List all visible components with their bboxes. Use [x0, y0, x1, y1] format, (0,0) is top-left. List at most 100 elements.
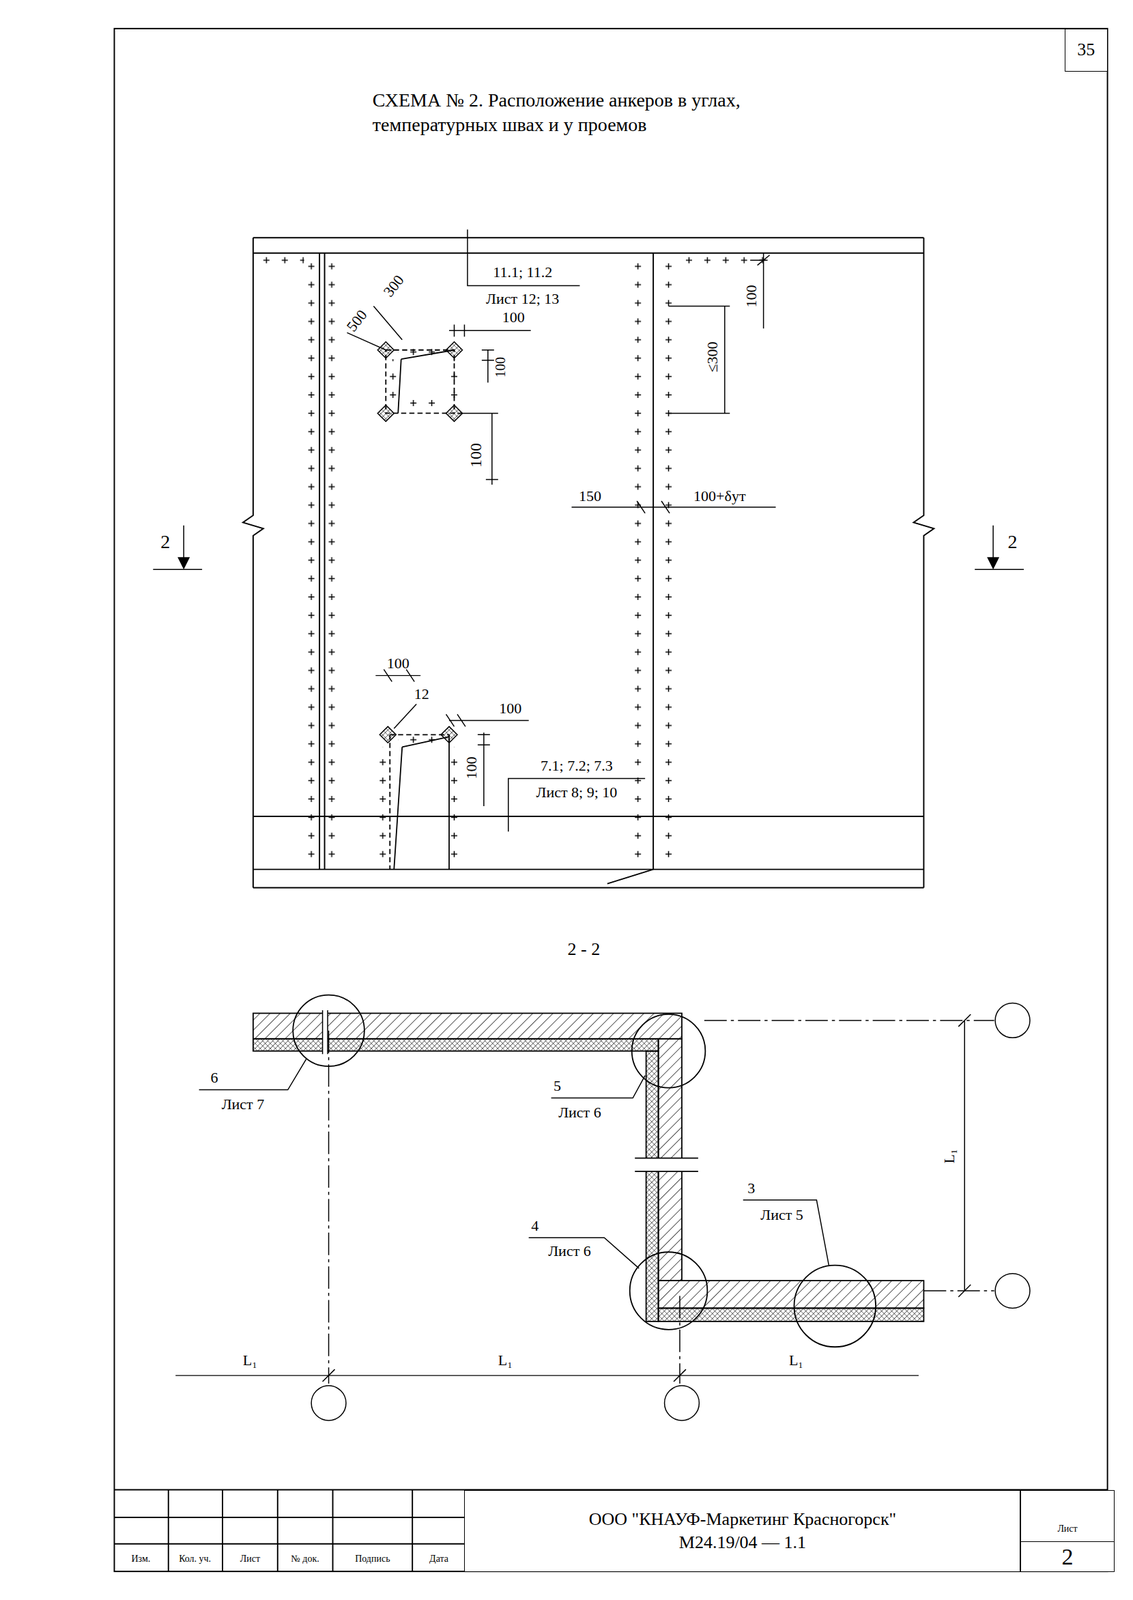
- window-opening: [385, 350, 454, 414]
- callout-circle: [793, 1265, 876, 1348]
- dimension: 100: [501, 309, 526, 325]
- axis-dimension: L₁: [788, 1352, 805, 1368]
- door-opening: [448, 734, 450, 869]
- reference-note: Лист 12; 13: [485, 291, 560, 307]
- reference-note: Лист 8; 9; 10: [535, 784, 619, 800]
- grid-axis: [175, 1369, 919, 1382]
- section-mark: 2: [159, 532, 171, 552]
- dimension-lines: [373, 305, 403, 340]
- sheet-frame: [113, 28, 1108, 1572]
- box-subtext: 2: [1057, 1541, 1078, 1572]
- grid-axis: [311, 1385, 347, 1421]
- table-header: № док.: [290, 1554, 320, 1564]
- dimension-lines: [152, 229, 1024, 832]
- callout-sheet: Лист 7: [221, 1096, 266, 1112]
- dimension-lines: [668, 305, 731, 413]
- dimension-lines: [152, 525, 203, 570]
- anchor-marks: [663, 261, 674, 868]
- sheet-number-box: 35: [1064, 28, 1108, 72]
- grid-axis: [679, 1296, 680, 1385]
- plan-section: [646, 1051, 659, 1322]
- reference-note: 7.1; 7.2; 7.3: [539, 758, 614, 774]
- wall-elevation: [253, 887, 925, 889]
- dimension: ≤300: [705, 341, 721, 374]
- wall-elevation: [242, 237, 934, 888]
- door-opening: [393, 736, 450, 869]
- anchor-marks: [306, 261, 317, 868]
- window-opening: [397, 350, 454, 414]
- anchor-marks: [632, 261, 643, 868]
- wall-elevation: [318, 253, 321, 870]
- grid-axis: [958, 1014, 971, 1297]
- grid-axis: [995, 1273, 1030, 1309]
- section-arrow: [177, 556, 1000, 570]
- callout-leader: [199, 1059, 830, 1269]
- dimension: 100: [498, 700, 523, 716]
- callout-number: 6: [210, 1070, 220, 1086]
- wall-elevation: [253, 252, 925, 254]
- sheet-frame: [332, 1489, 334, 1572]
- anchor-marks: [377, 746, 388, 867]
- plan-section: [634, 1158, 699, 1172]
- wall-elevation: [652, 253, 654, 870]
- box-text: Лист: [1021, 1517, 1114, 1542]
- sheet-frame: [277, 1489, 279, 1572]
- dimension: 100: [386, 655, 411, 671]
- dimension: 500: [343, 306, 371, 335]
- sheet-frame: [411, 1489, 413, 1572]
- table-header: Изм.: [130, 1554, 151, 1564]
- plan-section: [253, 1038, 659, 1052]
- sheet-frame: [167, 1489, 170, 1572]
- dimension: 300: [380, 271, 408, 300]
- anchor-marks: [257, 255, 768, 868]
- anchor-marks: [397, 397, 446, 409]
- box-text: ООО "КНАУФ-Маркетинг Красногорск": [584, 1507, 901, 1531]
- callout-leader: [743, 1199, 830, 1266]
- dimension-lines: [477, 732, 491, 807]
- callout-leader: [199, 1059, 307, 1091]
- drawing-title: СХЕМА № 2. Расположение анкеров в углах,…: [372, 88, 817, 138]
- door-opening: [440, 726, 458, 743]
- window-opening: [446, 341, 463, 359]
- door-opening: [389, 734, 450, 869]
- callout-number: 4: [530, 1218, 540, 1234]
- dimension-lines: [481, 350, 495, 383]
- grid-axis: [923, 1289, 994, 1291]
- callout-sheet: Лист 6: [557, 1105, 602, 1121]
- callout-circle: [629, 1251, 708, 1330]
- callout-sheet: Лист 6: [547, 1243, 592, 1259]
- door-opening: [379, 726, 396, 743]
- dimension-lines: [446, 713, 529, 727]
- wall-elevation: [913, 237, 934, 888]
- grid-axis: [664, 1385, 700, 1421]
- callout-leader: [528, 1237, 640, 1269]
- dimension: 100: [464, 755, 480, 780]
- box-subtext: М24.19/04 — 1.1: [675, 1530, 811, 1555]
- sheet-frame: [221, 1489, 224, 1572]
- dimension: 100: [743, 283, 759, 308]
- plan-section: [658, 1280, 925, 1308]
- callout-circle: [632, 1014, 706, 1088]
- window-opening: [377, 341, 463, 422]
- reference-note: 11.1; 11.2: [492, 264, 553, 280]
- table-header: Кол. уч.: [178, 1554, 212, 1564]
- dimension-lines: [449, 324, 532, 337]
- plan-section: [322, 1010, 328, 1054]
- axis-dimension: L₁: [497, 1352, 514, 1368]
- wall-elevation: [324, 253, 326, 870]
- dimension-lines: [393, 703, 417, 729]
- plan-section: [322, 1010, 328, 1054]
- dimension-lines: [375, 669, 421, 682]
- section-arrow: [986, 556, 1000, 570]
- grid-axis: [328, 1030, 329, 1384]
- table-header: Подпись: [354, 1554, 391, 1564]
- anchor-marks: [449, 746, 460, 867]
- anchor-marks: [387, 359, 398, 398]
- callout-circle: [292, 995, 876, 1348]
- dimension-lines: [467, 229, 581, 286]
- grid-axis: [995, 1002, 1030, 1038]
- dimension: 100: [493, 356, 508, 379]
- anchor-marks: [257, 255, 305, 266]
